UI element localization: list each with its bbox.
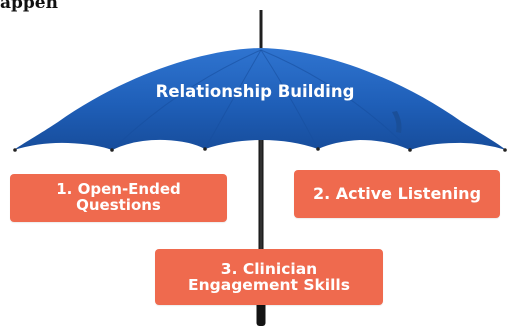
umbrella-tip (259, 10, 263, 60)
umbrella-shaft (258, 60, 264, 322)
box-label-line: 2. Active Listening (312, 183, 482, 203)
active-listening-box: 2. Active Listening (294, 170, 500, 218)
box-label-line: 3. Clinician (220, 259, 318, 278)
box-label-line: Questions (76, 196, 161, 214)
umbrella-title: Relationship Building (155, 82, 355, 101)
clinician-engagement-skills-box: 3. Clinician Engagement Skills (155, 249, 383, 305)
rib-tip (13, 148, 17, 152)
rib-tip (408, 148, 412, 152)
page-heading: appen (0, 0, 58, 13)
umbrella-rib (260, 49, 319, 150)
box-label-line: 1. Open-Ended (56, 180, 181, 199)
box-label-line: Engagement Skills (188, 276, 350, 294)
umbrella-rib (260, 49, 411, 151)
rib-tip (110, 148, 114, 152)
rib-tip (316, 147, 320, 151)
rib-tip (503, 148, 507, 152)
umbrella-strap (392, 111, 402, 133)
open-ended-questions-box: 1. Open-Ended Questions (10, 174, 227, 222)
umbrella-rib (204, 49, 262, 150)
rib-tip (203, 147, 207, 151)
umbrella-rib (111, 49, 262, 151)
